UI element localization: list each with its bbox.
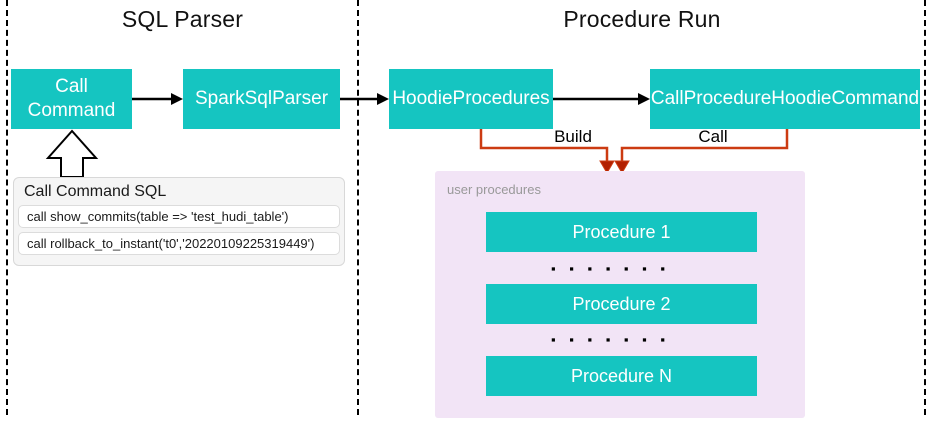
- node-call-command: Call Command: [11, 69, 132, 129]
- node-call-procedure-hoodie-command: CallProcedureHoodieCommand: [650, 69, 920, 129]
- left-dashed-border: [6, 0, 8, 415]
- sql-statement-row: call rollback_to_instant('t0','202201092…: [18, 232, 340, 255]
- user-procedures-label: user procedures: [447, 182, 541, 197]
- arrow-sparksqlparser-to-hoodieprocedures: [340, 93, 389, 105]
- ellipsis-dots: ▪ ▪ ▪ ▪ ▪ ▪ ▪: [551, 332, 670, 347]
- node-procedure-2: Procedure 2: [486, 284, 757, 324]
- user-procedures-panel: user procedures Procedure 1 ▪ ▪ ▪ ▪ ▪ ▪ …: [435, 171, 805, 418]
- block-arrow-sql-to-callcommand: [45, 129, 99, 178]
- node-procedure-1: Procedure 1: [486, 212, 757, 252]
- right-dashed-border: [924, 0, 926, 415]
- node-spark-sql-parser: SparkSqlParser: [183, 69, 340, 129]
- node-procedure-n: Procedure N: [486, 356, 757, 396]
- edge-label-call: Call: [698, 127, 728, 146]
- arrow-callcommand-to-sparksqlparser: [132, 93, 183, 105]
- call-command-sql-panel: Call Command SQL call show_commits(table…: [13, 177, 345, 266]
- arrow-hoodieprocedures-to-callprocedurecommand: [553, 93, 650, 105]
- edge-label-build: Build: [554, 127, 592, 146]
- section-divider-dashed: [357, 0, 359, 415]
- ellipsis-dots: ▪ ▪ ▪ ▪ ▪ ▪ ▪: [551, 261, 670, 276]
- sql-panel-title: Call Command SQL: [24, 183, 167, 200]
- node-hoodie-procedures: HoodieProcedures: [389, 69, 553, 129]
- section-title-procedure-run: Procedure Run: [563, 6, 721, 32]
- section-title-sql-parser: SQL Parser: [121, 6, 244, 32]
- sql-statement-row: call show_commits(table => 'test_hudi_ta…: [18, 205, 340, 228]
